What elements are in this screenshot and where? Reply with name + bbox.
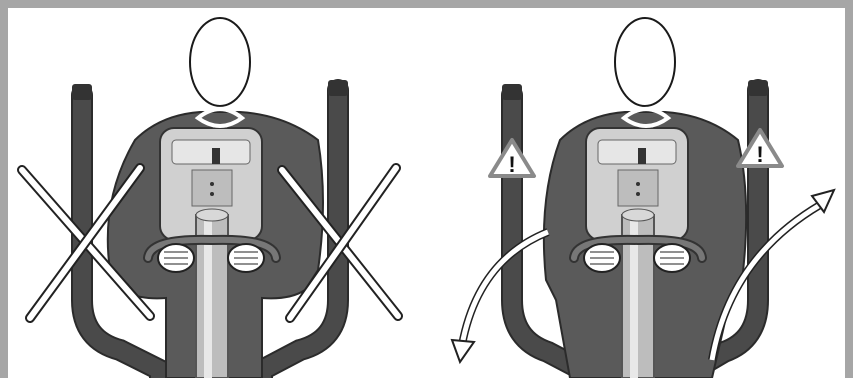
right-hand bbox=[654, 244, 690, 272]
machine-post bbox=[622, 209, 654, 378]
left-hand bbox=[158, 244, 194, 272]
machine-post bbox=[196, 209, 228, 378]
warning-symbol: ! bbox=[508, 152, 515, 177]
panel-warning: ! ! bbox=[452, 18, 834, 378]
person-head bbox=[190, 18, 250, 106]
right-hand bbox=[228, 244, 264, 272]
warning-triangle-icon: ! bbox=[490, 140, 534, 177]
warning-symbol: ! bbox=[756, 142, 763, 167]
left-hand bbox=[584, 244, 620, 272]
person-head bbox=[615, 18, 675, 106]
panel-incorrect bbox=[22, 18, 398, 378]
warning-triangle-icon: ! bbox=[738, 130, 782, 167]
